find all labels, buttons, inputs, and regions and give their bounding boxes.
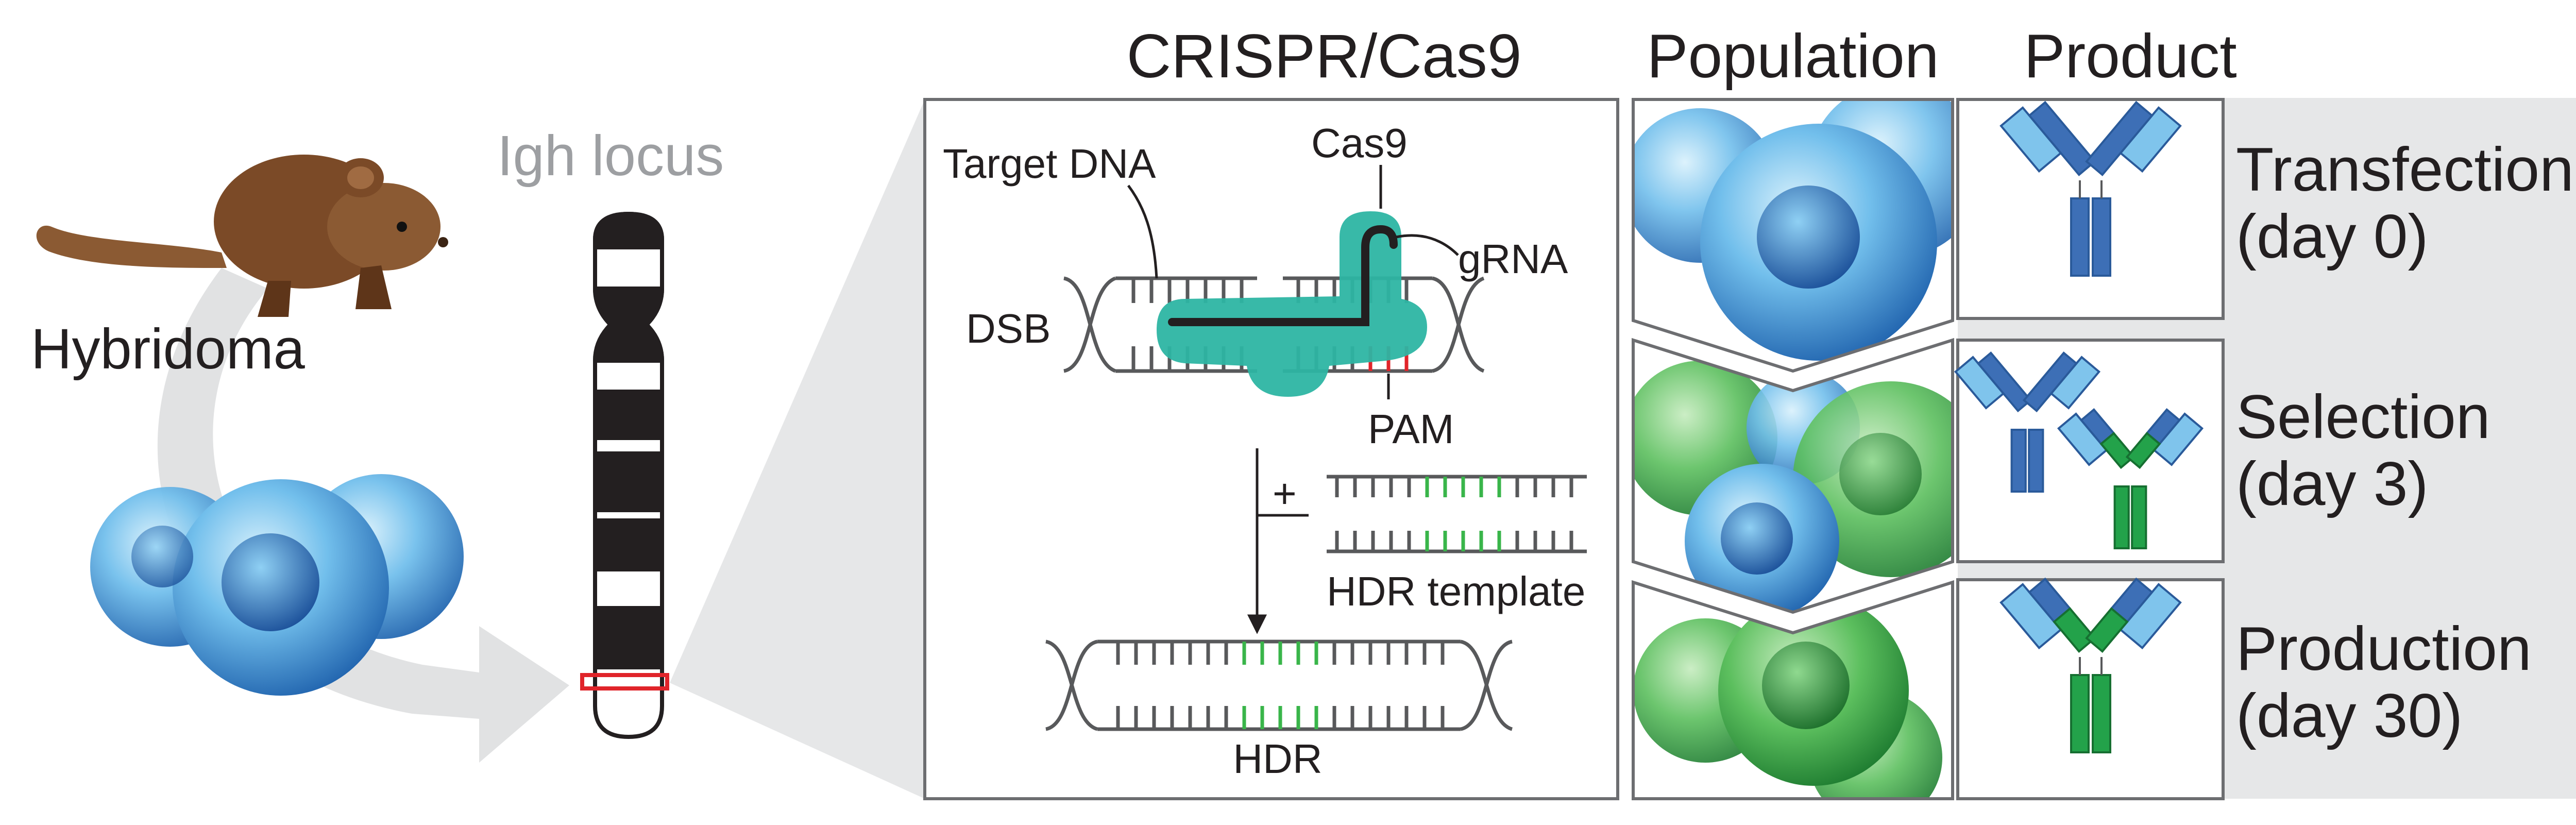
grna-label: gRNA <box>1458 236 1568 282</box>
chromosome <box>592 211 665 739</box>
mouse-nose <box>438 237 448 247</box>
cell-nucleus <box>222 533 319 631</box>
cell-nucleus <box>1757 186 1860 289</box>
population-production <box>1633 595 1942 799</box>
cas9-label: Cas9 <box>1311 120 1408 166</box>
hdr-template-label: HDR template <box>1327 568 1585 614</box>
zoom-projection <box>670 99 925 799</box>
grna-strand <box>1168 225 1398 326</box>
igh-locus-marker <box>580 673 669 691</box>
mouse-illustration <box>36 155 448 317</box>
stage-label-production: Production (day 30) <box>2236 614 2532 750</box>
population-frame-3 <box>1632 580 1954 800</box>
stage-label-line1: Transfection <box>2236 135 2574 204</box>
stage-label-selection: Selection (day 3) <box>2236 382 2490 518</box>
population-header: Population <box>1647 22 1939 91</box>
population-transfection <box>1633 99 1953 361</box>
hdr-template <box>1327 475 1587 553</box>
stage-label-line2: (day 3) <box>2236 449 2428 518</box>
cell-nucleus <box>1762 642 1850 729</box>
target-dna-leader <box>1127 184 1158 279</box>
hybridoma-label: Hybridoma <box>31 317 306 381</box>
igh-locus-title: Igh locus <box>497 124 724 188</box>
antibody-mouse <box>1954 351 2101 493</box>
product-frame-3 <box>1956 578 2225 800</box>
antibody-chimeric <box>2057 408 2204 550</box>
stage-label-transfection: Transfection (day 0) <box>2236 135 2574 271</box>
stage-label-line2: (day 0) <box>2236 202 2428 271</box>
stage-label-line1: Selection <box>2236 382 2490 451</box>
process-arrow <box>1247 448 1309 634</box>
mouse-eye <box>397 222 407 232</box>
population-frame-2 <box>1632 338 1954 614</box>
cas9-protein <box>1157 211 1427 397</box>
stage-label-line2: (day 30) <box>2236 681 2463 750</box>
antibody-mouse <box>1999 100 2182 277</box>
target-dna-label: Target DNA <box>943 141 1156 187</box>
grna-leader <box>1396 234 1459 256</box>
hybridoma-cells <box>90 474 464 696</box>
plus-sign: + <box>1273 470 1297 516</box>
cell-nucleus <box>131 526 193 587</box>
dsb-label: DSB <box>966 306 1051 351</box>
crispr-panel <box>923 98 1619 800</box>
population-selection <box>1633 361 1953 612</box>
population-frame-1 <box>1632 98 1954 373</box>
hdr-repaired-dna <box>1045 639 1513 731</box>
hdr-label: HDR <box>1233 736 1322 782</box>
product-frame-1 <box>1956 98 2225 320</box>
stage-label-line1: Production <box>2236 614 2532 683</box>
pam-label: PAM <box>1368 406 1454 452</box>
cell-nucleus <box>1839 433 1922 515</box>
cell-nucleus <box>1721 502 1793 575</box>
crispr-title: CRISPR/Cas9 <box>1127 22 1522 91</box>
product-header: Product <box>2024 22 2237 91</box>
antibody-chimeric <box>1999 577 2182 753</box>
